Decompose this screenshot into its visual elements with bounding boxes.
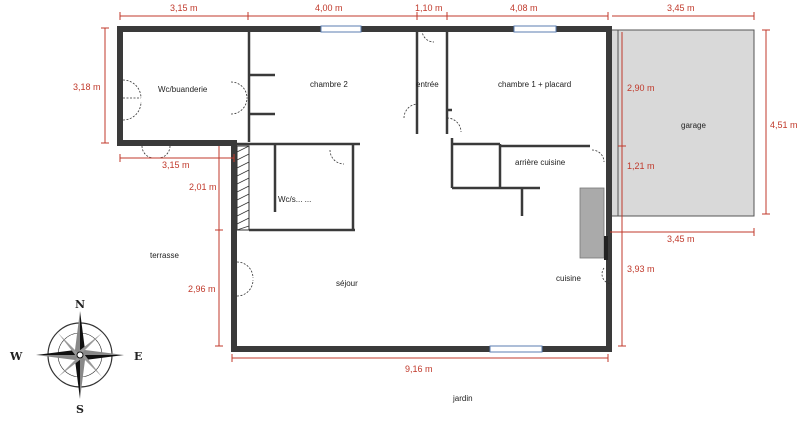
dim-garage-width: 3,45 m xyxy=(667,234,695,244)
dimension-labels: 3,15 m 4,00 m 1,10 m 4,08 m 3,45 m 3,18 … xyxy=(73,3,798,374)
dim-left-sejour: 2,96 m xyxy=(188,284,216,294)
room-garage: garage xyxy=(681,121,706,130)
dim-left-mid: 2,01 m xyxy=(189,182,217,192)
room-cuisine: cuisine xyxy=(556,274,581,283)
room-chambre-2: chambre 2 xyxy=(310,80,348,89)
room-jardin: jardin xyxy=(452,394,473,403)
dim-top-3: 1,10 m xyxy=(415,3,443,13)
compass-w: W xyxy=(9,350,23,363)
kitchen-counter xyxy=(579,187,605,259)
dimension-lines xyxy=(101,12,770,362)
dim-top-5: 3,45 m xyxy=(667,3,695,13)
compass-n: N xyxy=(75,298,85,311)
dim-left-wc-bottom: 3,15 m xyxy=(162,160,190,170)
compass-s: S xyxy=(76,403,84,416)
dim-top-2: 4,00 m xyxy=(315,3,343,13)
dim-right-cuisine: 3,93 m xyxy=(627,264,655,274)
room-arriere-cuisine: arrière cuisine xyxy=(515,158,566,167)
dim-top-4: 4,08 m xyxy=(510,3,538,13)
doors xyxy=(122,29,613,297)
hatched-wall xyxy=(236,145,250,231)
dim-left-wc: 3,18 m xyxy=(73,82,101,92)
room-chambre-1: chambre 1 + placard xyxy=(498,80,571,89)
dim-right-arriere: 1,21 m xyxy=(627,161,655,171)
room-labels: Wc/buanderie chambre 2 entrée chambre 1 … xyxy=(150,80,706,403)
room-wc-buanderie: Wc/buanderie xyxy=(158,85,208,94)
room-sejour: séjour xyxy=(336,279,358,288)
dim-bottom: 9,16 m xyxy=(405,364,433,374)
room-terrasse: terrasse xyxy=(150,251,179,260)
compass-e: E xyxy=(134,350,142,363)
room-wc-small: Wc/s... ... xyxy=(278,195,311,204)
compass-rose: N S E W xyxy=(9,298,142,416)
windows xyxy=(320,25,557,353)
dim-top-1: 3,15 m xyxy=(170,3,198,13)
dim-right-chambre: 2,90 m xyxy=(627,83,655,93)
counter-edge xyxy=(604,236,608,260)
garage-area xyxy=(609,29,755,217)
room-entree: entrée xyxy=(416,80,439,89)
dim-garage-height: 4,51 m xyxy=(770,120,798,130)
outer-walls xyxy=(117,26,612,352)
interior-walls xyxy=(237,30,590,232)
